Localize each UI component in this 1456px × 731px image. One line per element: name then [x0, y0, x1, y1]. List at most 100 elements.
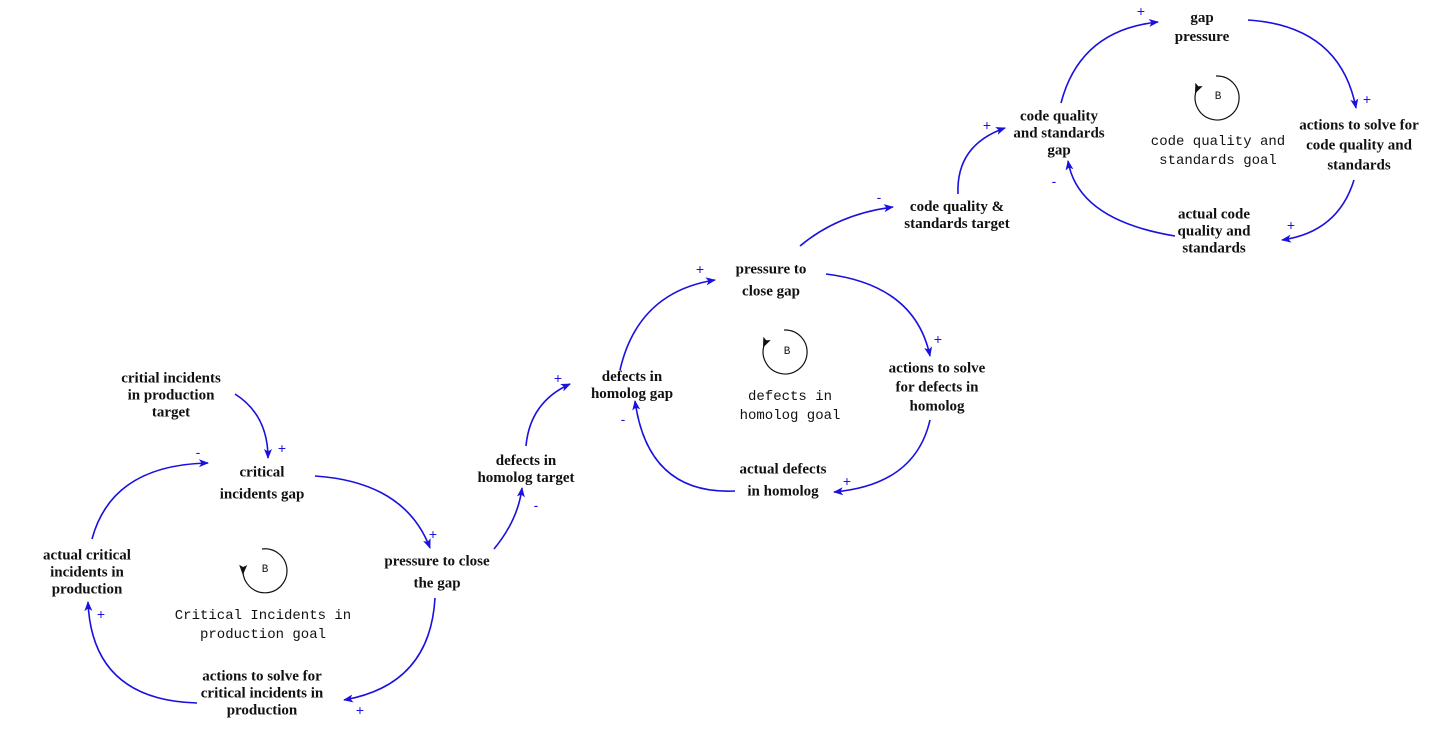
node-critical-incidents-gap: critical incidents gap [220, 465, 305, 504]
node-line: pressure to [735, 261, 807, 278]
node-code-quality-gap: code quality and standards gap [1013, 109, 1104, 160]
node-code-quality-target: code quality & standards target [904, 199, 1009, 233]
node-line: code quality & [909, 199, 1005, 215]
polarity-sign: + [842, 473, 852, 489]
node-critical-incidents-target: critial incidents in production target [121, 371, 221, 422]
node-line: in production [127, 387, 215, 404]
node-line: homolog gap [590, 386, 674, 402]
loop-marker-critical [239, 548, 288, 594]
arrow-pressure-to-homolog-target [493, 487, 525, 550]
loop-name-line: homolog goal [739, 408, 841, 424]
loop-marker-homolog [762, 329, 808, 375]
node-line: code quality and [1306, 137, 1412, 154]
node-line: actions to solve for [1299, 117, 1419, 134]
node-gap-pressure: gap pressure [1175, 10, 1229, 46]
arrow-pressure-to-actions-homolog [825, 273, 933, 357]
node-line: incidents gap [219, 486, 305, 503]
node-pressure-to-close-gap: pressure to close gap [736, 262, 807, 301]
arrow-pressure-to-actions-critical [343, 597, 436, 703]
node-line: critical incidents in [200, 685, 324, 702]
node-line: actions to solve for [202, 668, 322, 685]
polarity-sign: + [982, 117, 992, 133]
arrow-actions-to-actual-cq [1281, 179, 1355, 243]
node-line: quality and [1177, 223, 1251, 240]
node-line: standards [1182, 240, 1246, 257]
arrow-homolog-target-to-homolog-gap [525, 383, 571, 447]
loop-type-homolog: B [783, 346, 791, 358]
node-line: pressure to close [384, 553, 490, 570]
node-line: for defects in [895, 379, 979, 396]
polarity-sign: + [695, 261, 705, 277]
node-actions-defects-homolog: actions to solve for defects in homolog [889, 361, 986, 416]
loop-name-line: standards goal [1159, 153, 1277, 169]
loop-name-line: Critical Incidents in [174, 608, 352, 624]
node-line: standards target [904, 216, 1010, 232]
node-line: production [226, 702, 298, 719]
node-line: and standards [1013, 125, 1105, 142]
polarity-sign: - [1051, 173, 1057, 189]
node-line: homolog target [477, 470, 575, 486]
node-line: the gap [413, 575, 461, 592]
polarity-sign: - [620, 411, 626, 427]
polarity-sign: + [933, 331, 943, 347]
polarity-sign: + [355, 702, 365, 718]
polarity-sign: + [1136, 3, 1146, 19]
node-line: target [151, 404, 191, 421]
node-line: code quality [1020, 108, 1098, 125]
loop-name-line: code quality and [1150, 134, 1286, 150]
node-actions-code-quality: actions to solve for code quality and st… [1299, 118, 1419, 175]
node-line: critical [239, 464, 285, 481]
node-line: defects in [601, 369, 663, 385]
node-line: in homolog [747, 483, 819, 500]
node-line: pressure [1174, 29, 1230, 45]
arrow-actual-to-cq-gap [1065, 160, 1176, 237]
arrow-critical-target-to-gap [234, 393, 272, 459]
arrow-actions-to-actual-homolog [833, 419, 931, 496]
polarity-sign: - [876, 189, 882, 205]
arrow-actions-to-actual-critical [84, 601, 198, 704]
loop-marker-cq [1194, 75, 1240, 121]
loop-type-cq: B [1214, 91, 1222, 103]
arrow-actual-to-homolog-gap [632, 400, 736, 492]
node-actual-defects-homolog: actual defects in homolog [739, 462, 826, 501]
polarity-sign: - [533, 497, 539, 513]
arrow-homolog-gap-to-pressure [619, 277, 716, 371]
node-actual-code-quality: actual code quality and standards [1178, 207, 1251, 258]
node-line: actions to solve [888, 360, 986, 377]
node-line: incidents in [50, 564, 124, 581]
arrow-cq-target-to-cq-gap [957, 127, 1006, 195]
node-line: gap [1190, 10, 1214, 26]
arrow-pressure-to-cq-target [799, 204, 894, 247]
polarity-sign: + [1286, 217, 1296, 233]
loop-name-cq: code quality and standards goal [1151, 133, 1285, 171]
polarity-sign: + [1362, 91, 1372, 107]
node-line: homolog [909, 398, 965, 415]
node-line: close gap [742, 283, 800, 300]
loop-name-homolog: defects in homolog goal [740, 388, 841, 426]
arrow-cq-gap-to-gap-pressure [1060, 18, 1159, 104]
node-pressure-to-close-the-gap: pressure to close the gap [384, 554, 489, 593]
node-line: production [51, 581, 123, 598]
loop-name-line: production goal [199, 627, 327, 643]
polarity-sign: + [96, 606, 106, 622]
loop-name-critical: Critical Incidents in production goal [175, 607, 351, 645]
node-line: standards [1327, 157, 1391, 174]
arrow-critical-gap-to-pressure [314, 475, 431, 549]
node-line: actual critical [43, 547, 131, 564]
polarity-sign: + [428, 526, 438, 542]
node-line: gap [1047, 142, 1071, 159]
node-line: defects in [495, 453, 557, 469]
loop-type-critical: B [261, 564, 269, 576]
loop-name-line: defects in [747, 389, 833, 405]
polarity-sign: + [277, 440, 287, 456]
polarity-sign: - [195, 444, 201, 460]
node-actions-critical-incidents: actions to solve for critical incidents … [201, 669, 324, 720]
node-line: actual defects [739, 461, 827, 478]
arrow-gap-pressure-to-actions-cq [1247, 19, 1359, 109]
node-defects-homolog-gap: defects in homolog gap [591, 369, 673, 403]
polarity-sign: + [553, 370, 563, 386]
node-line: critial incidents [121, 370, 221, 387]
node-actual-critical-incidents: actual critical incidents in production [43, 548, 131, 599]
